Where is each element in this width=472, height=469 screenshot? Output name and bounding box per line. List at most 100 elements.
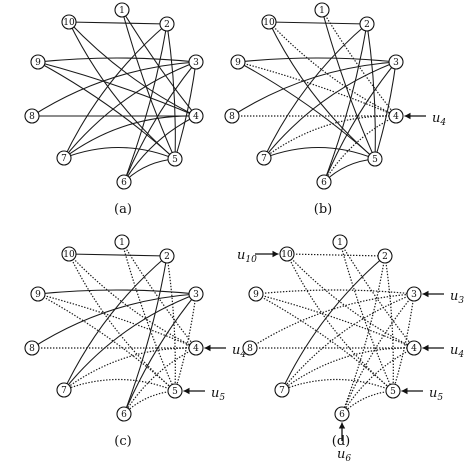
node-circle xyxy=(116,174,132,190)
node-circle xyxy=(56,382,72,398)
node-5: 5 xyxy=(385,383,401,399)
input-label-sub: 5 xyxy=(219,393,225,403)
node-label: 5 xyxy=(172,387,178,397)
edge-2-7 xyxy=(63,23,168,159)
edge-9-3 xyxy=(37,57,197,63)
input-label-base: u xyxy=(211,386,219,401)
edge-2-5 xyxy=(166,255,176,392)
input-label-base: u xyxy=(232,343,240,358)
input-label-base: u xyxy=(337,447,345,462)
node-4: 4 xyxy=(188,340,204,356)
node-3: 3 xyxy=(406,286,422,302)
input-4: u4 xyxy=(404,111,446,128)
node-circle xyxy=(377,248,393,264)
input-label: u4 xyxy=(232,343,246,360)
edge-2-6 xyxy=(123,23,168,183)
node-label: 2 xyxy=(364,20,370,30)
node-label: 8 xyxy=(247,344,253,354)
edge-3-7 xyxy=(63,61,197,159)
node-8: 8 xyxy=(242,340,258,356)
edge-1-5 xyxy=(121,241,176,392)
node-label: 1 xyxy=(119,238,125,248)
edge-4-6 xyxy=(341,347,415,415)
input-4: u4 xyxy=(204,343,246,360)
edge-3-6 xyxy=(123,61,197,183)
edge-3-7 xyxy=(281,293,415,391)
node-label: 7 xyxy=(279,386,285,396)
edge-5-7 xyxy=(263,147,376,160)
input-label-sub: 4 xyxy=(239,350,246,360)
node-label: 5 xyxy=(390,387,396,397)
node-1: 1 xyxy=(314,2,330,18)
input-5: u5 xyxy=(401,386,443,403)
node-1: 1 xyxy=(332,234,348,250)
input-label-sub: 3 xyxy=(458,296,464,306)
node-label: 7 xyxy=(61,386,67,396)
edge-3-5 xyxy=(174,61,197,160)
node-label: 2 xyxy=(382,252,388,262)
edge-8-3 xyxy=(31,293,197,349)
node-3: 3 xyxy=(188,286,204,302)
panel-caption: (c) xyxy=(114,434,131,449)
panel-caption: (b) xyxy=(314,202,332,217)
input-label-base: u xyxy=(429,386,437,401)
node-9: 9 xyxy=(30,54,46,70)
node-circle xyxy=(367,151,383,167)
input-label: u4 xyxy=(450,343,464,360)
edge-1-5 xyxy=(339,241,394,392)
node-label: 3 xyxy=(411,290,417,300)
node-circle xyxy=(388,108,404,124)
node-5: 5 xyxy=(367,151,383,167)
node-label: 2 xyxy=(164,20,170,30)
input-arrow-head xyxy=(422,290,429,298)
edge-9-5 xyxy=(37,293,176,392)
node-circle xyxy=(56,150,72,166)
node-2: 2 xyxy=(159,248,175,264)
node-circle xyxy=(256,150,272,166)
edge-4-6 xyxy=(323,115,397,183)
input-label: u5 xyxy=(429,386,443,403)
node-5: 5 xyxy=(167,151,183,167)
node-circle xyxy=(261,14,277,30)
node-label: 6 xyxy=(339,410,345,420)
edge-3-6 xyxy=(123,293,197,415)
node-7: 7 xyxy=(56,382,72,398)
edge-4-7 xyxy=(63,347,197,391)
node-1: 1 xyxy=(114,234,130,250)
input-arrow-head xyxy=(422,344,429,352)
node-circle xyxy=(24,340,40,356)
edge-2-6 xyxy=(323,23,368,183)
edge-9-3 xyxy=(255,289,415,295)
node-9: 9 xyxy=(30,286,46,302)
edge-9-3 xyxy=(237,57,397,63)
node-circle xyxy=(188,108,204,124)
input-4: u4 xyxy=(422,343,464,360)
node-circle xyxy=(230,54,246,70)
edge-2-6 xyxy=(341,255,386,415)
edge-8-3 xyxy=(31,61,197,117)
node-label: 1 xyxy=(337,238,343,248)
input-arrow-head xyxy=(204,344,211,352)
edge-9-3 xyxy=(37,289,197,295)
node-circle xyxy=(332,234,348,250)
node-label: 5 xyxy=(372,155,378,165)
edge-2-7 xyxy=(63,255,168,391)
input-label-base: u xyxy=(450,343,458,358)
input-markers: u4 xyxy=(404,111,446,128)
input-label-sub: 4 xyxy=(439,118,446,128)
input-label-base: u xyxy=(237,248,245,263)
node-label: 6 xyxy=(121,178,127,188)
node-6: 6 xyxy=(334,406,350,422)
edge-1-4 xyxy=(121,241,197,349)
node-circle xyxy=(188,340,204,356)
node-circle xyxy=(279,246,295,262)
node-circle xyxy=(167,383,183,399)
edge-2-5 xyxy=(366,23,376,160)
edge-3-5 xyxy=(392,293,415,392)
node-label: 9 xyxy=(35,290,41,300)
input-label-base: u xyxy=(450,289,458,304)
node-circle xyxy=(334,406,350,422)
node-label: 8 xyxy=(29,112,35,122)
